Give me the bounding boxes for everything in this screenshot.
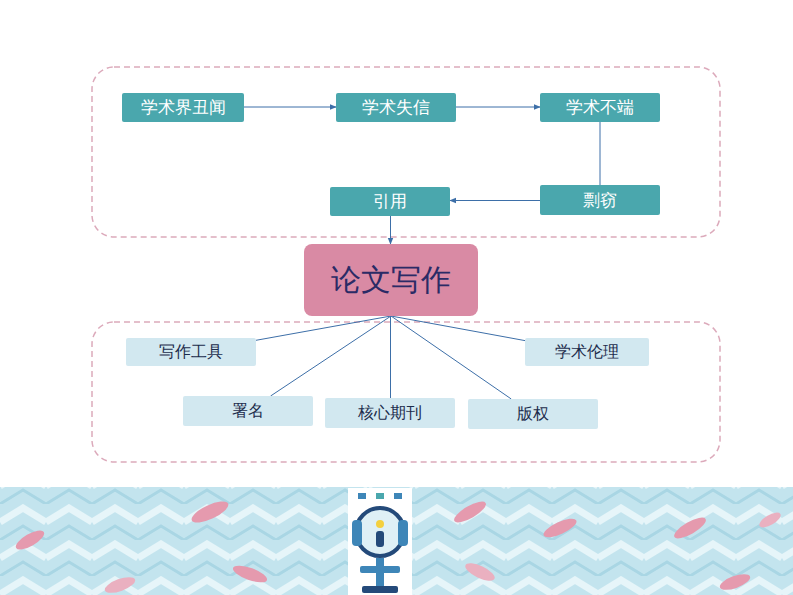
node-label: 论文写作 [331,260,451,301]
connector [600,122,601,186]
chain-box: 学术失信 [336,93,456,122]
topic-box: 版权 [468,399,598,429]
node-label: 学术不端 [566,96,634,119]
topic-box: 写作工具 [126,338,256,366]
chain-box: 学术界丑闻 [122,93,244,122]
topic-box: 学术伦理 [525,338,649,366]
node-label: 版权 [517,404,549,425]
chain-box: 剽窃 [540,185,660,215]
decor-band [0,487,793,595]
topic-box: 核心期刊 [325,398,455,428]
connector [450,200,540,201]
chain-box: 学术不端 [540,93,660,122]
node-label: 写作工具 [159,342,223,363]
node-label: 学术伦理 [555,342,619,363]
connector [390,216,391,245]
chain-box: 引用 [330,187,450,216]
dashed-region [92,322,720,462]
topic-box: 署名 [183,396,313,426]
connector [456,107,540,108]
connector [391,316,525,341]
connector [244,107,336,108]
node-label: 核心期刊 [358,403,422,424]
node-label: 学术界丑闻 [141,96,226,119]
node-label: 署名 [232,401,264,422]
node-label: 学术失信 [362,96,430,119]
connector [391,316,511,399]
connector [390,316,391,398]
central-box: 论文写作 [304,244,478,316]
connector [256,316,391,340]
robot-icon [348,488,412,595]
node-label: 剽窃 [583,189,617,212]
connector [271,316,391,396]
dashed-region [92,67,720,237]
node-label: 引用 [373,190,407,213]
